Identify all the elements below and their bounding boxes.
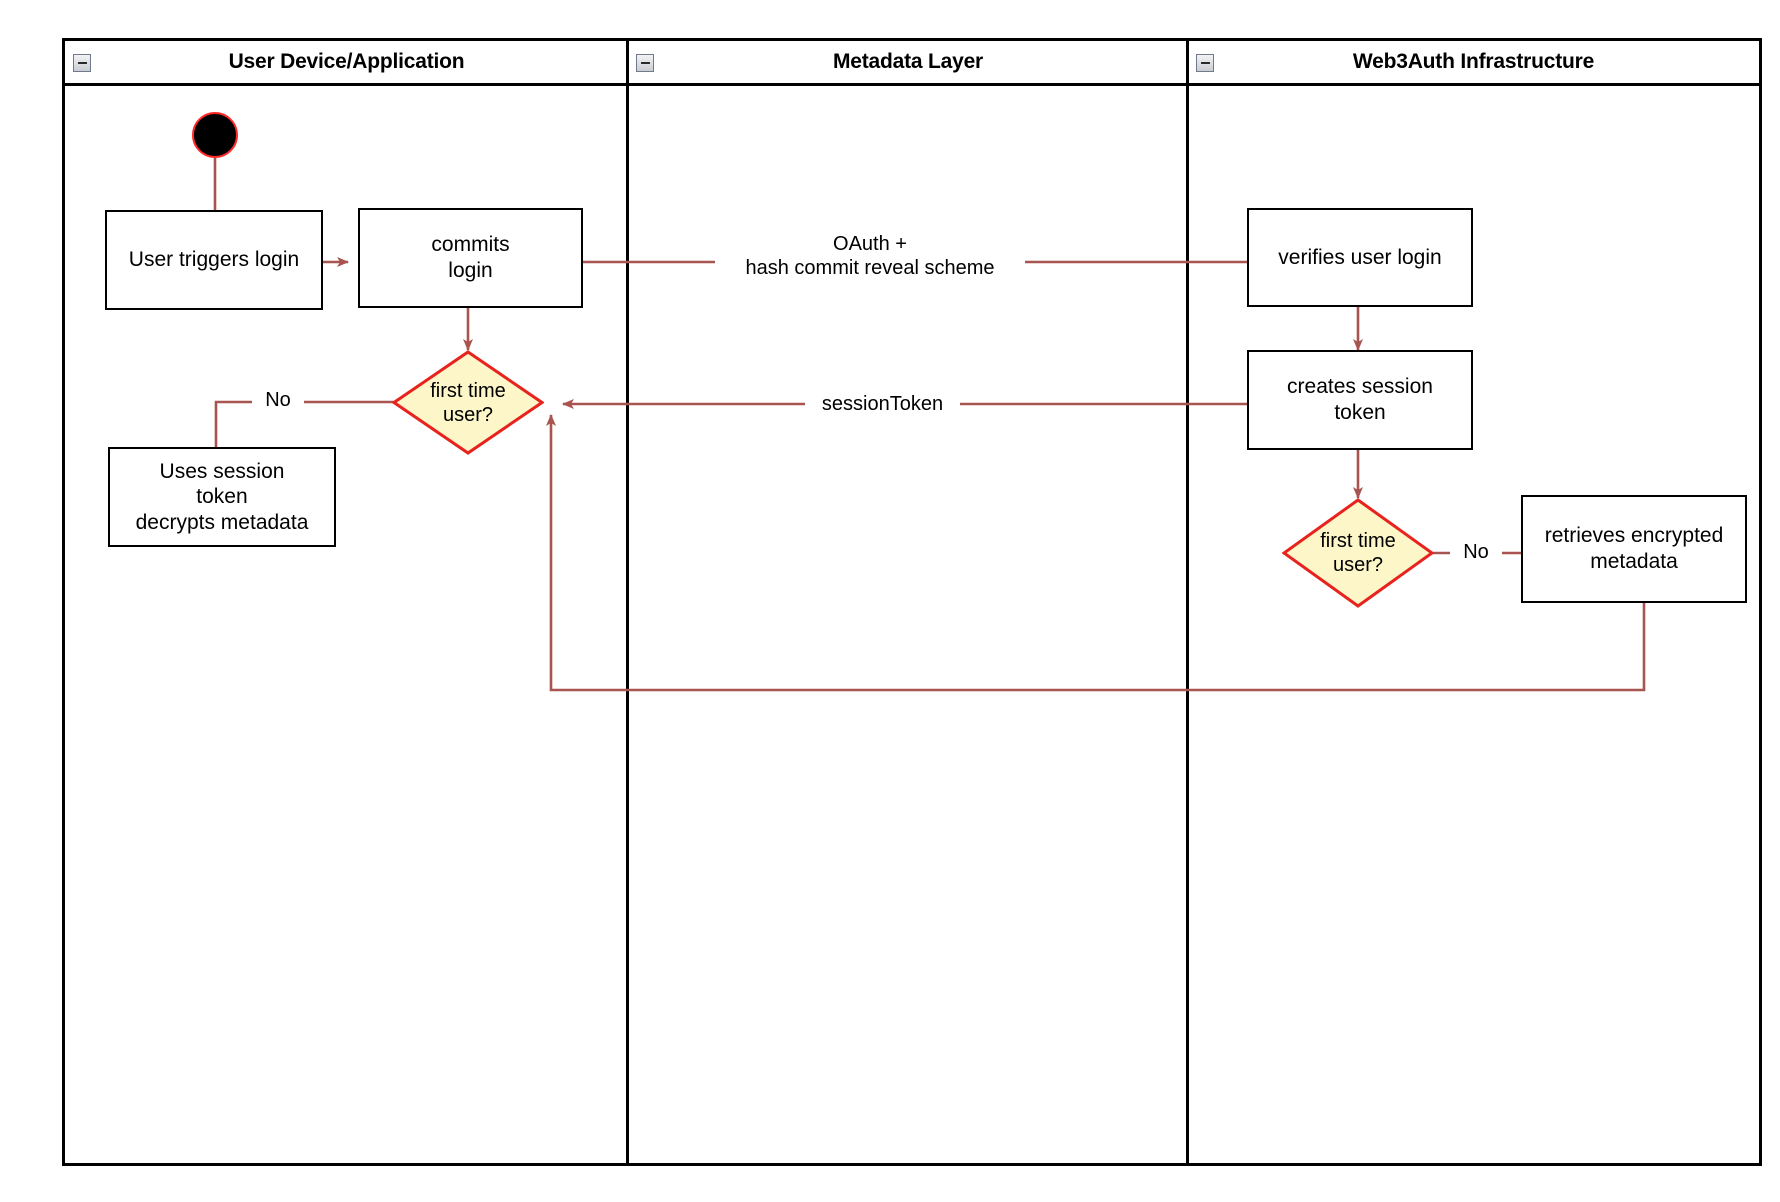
node-label: verifies user login: [1278, 245, 1442, 269]
lane-title-user-device: User Device/Application: [228, 50, 465, 73]
collapse-minus-icon[interactable]: [1196, 54, 1214, 72]
node-decision-first-time-user-left[interactable]: first time user?: [392, 350, 544, 455]
lane-header-user-device[interactable]: User Device/Application: [65, 41, 628, 86]
edge-label-no-left: No: [252, 388, 304, 412]
lane-divider-2: [1186, 41, 1189, 1163]
edge-label-session-token: sessionToken: [805, 392, 960, 416]
collapse-minus-icon[interactable]: [73, 54, 91, 72]
lane-header-metadata[interactable]: Metadata Layer: [628, 41, 1188, 86]
edge-label-no-right: No: [1450, 540, 1502, 564]
collapse-minus-icon[interactable]: [636, 54, 654, 72]
lane-header-web3auth[interactable]: Web3Auth Infrastructure: [1188, 41, 1759, 86]
node-label: User triggers login: [128, 248, 300, 272]
lane-divider-1: [626, 41, 629, 1163]
node-retrieves-encrypted-metadata[interactable]: retrieves encrypted metadata: [1521, 495, 1747, 603]
node-user-triggers-login[interactable]: User triggers login: [105, 210, 323, 310]
node-verifies-user-login[interactable]: verifies user login: [1247, 208, 1473, 307]
node-commits-login[interactable]: commits login: [358, 208, 583, 308]
node-label: Uses session token decrypts metadata: [135, 459, 309, 534]
swimlane-pool: User Device/Application Metadata Layer W…: [62, 38, 1762, 1166]
node-label: creates session token: [1287, 375, 1433, 424]
lane-title-metadata: Metadata Layer: [832, 50, 984, 73]
node-label: commits login: [431, 233, 510, 282]
edge-label-oauth: OAuth + hash commit reveal scheme: [715, 232, 1025, 280]
initial-node[interactable]: [192, 112, 238, 158]
node-uses-session-token[interactable]: Uses session token decrypts metadata: [108, 447, 336, 547]
node-decision-first-time-user-right[interactable]: first time user?: [1282, 498, 1434, 608]
lane-title-web3auth: Web3Auth Infrastructure: [1352, 50, 1595, 73]
node-creates-session-token[interactable]: creates session token: [1247, 350, 1473, 450]
node-label: retrieves encrypted metadata: [1544, 524, 1724, 573]
